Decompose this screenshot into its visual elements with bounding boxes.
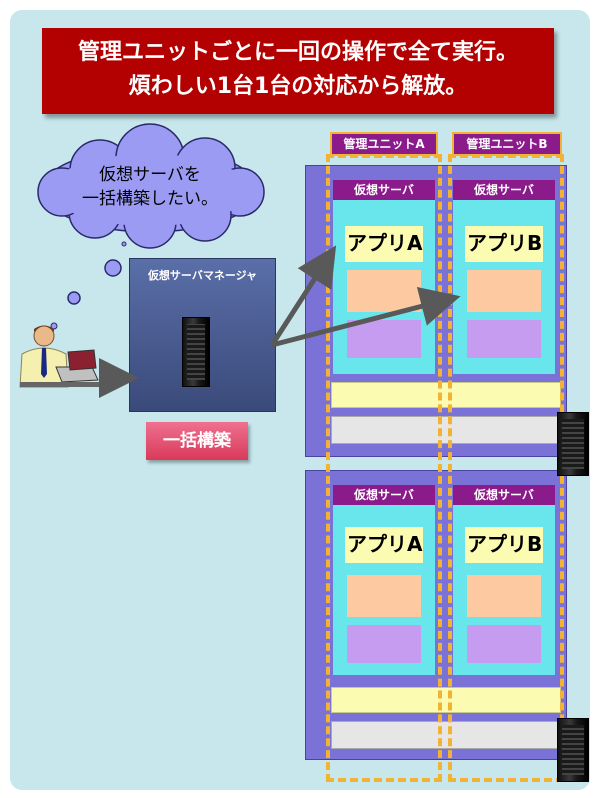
lavender-block: [467, 625, 541, 663]
virtual-server-a2: 仮想サーバ アプリA: [333, 485, 435, 675]
rack-strip-grey: [331, 721, 561, 749]
app-b-box: アプリB: [465, 527, 543, 563]
management-unit-b-label: 管理ユニットB: [452, 132, 562, 156]
headline-line-1: 管理ユニットごとに一回の操作で全て実行。: [77, 40, 518, 65]
headline-banner: 管理ユニットごとに一回の操作で全て実行。 煩わしい1台1台の対応から解放。: [42, 28, 554, 114]
app-a-box: アプリA: [345, 527, 423, 563]
thought-line-1: 仮想サーバを: [99, 165, 201, 185]
thought-line-2: 一括構築したい。: [82, 189, 218, 209]
arrow-manager-to-app-b: [271, 286, 461, 348]
management-unit-a-frame: [326, 154, 442, 782]
peach-block: [347, 270, 421, 312]
peach-block: [467, 270, 541, 312]
lavender-block: [347, 320, 421, 358]
person-at-laptop-icon: [19, 325, 100, 388]
virtual-server-label: 仮想サーバ: [333, 180, 435, 200]
server-icon: [182, 317, 210, 387]
virtual-server-label: 仮想サーバ: [333, 485, 435, 505]
rack-strip-yellow: [331, 687, 561, 713]
virtual-server-b2: 仮想サーバ アプリB: [453, 485, 555, 675]
virtual-server-a1: 仮想サーバ アプリA: [333, 180, 435, 374]
virtual-server-label: 仮想サーバ: [453, 485, 555, 505]
app-a-box: アプリA: [345, 226, 423, 262]
bulk-build-badge: 一括構築: [146, 422, 248, 460]
peach-block: [347, 575, 421, 617]
headline-line-2: 煩わしい1台1台の対応から解放。: [128, 74, 468, 99]
lavender-block: [467, 320, 541, 358]
virtual-server-b1: 仮想サーバ アプリB: [453, 180, 555, 374]
lavender-block: [347, 625, 421, 663]
server-manager-box: 仮想サーバマネージャ: [129, 258, 276, 412]
peach-block: [467, 575, 541, 617]
management-unit-a-label: 管理ユニットA: [330, 132, 438, 156]
thought-text: 仮想サーバを 一括構築したい。: [70, 163, 230, 211]
server-icon: [557, 412, 589, 476]
rack-strip-grey: [331, 416, 561, 444]
server-icon: [557, 718, 589, 782]
arrow-manager-to-app-a: [269, 245, 337, 347]
server-manager-title: 仮想サーバマネージャ: [147, 269, 258, 282]
virtual-server-label: 仮想サーバ: [453, 180, 555, 200]
rack-strip-yellow: [331, 382, 561, 408]
app-b-box: アプリB: [465, 226, 543, 262]
